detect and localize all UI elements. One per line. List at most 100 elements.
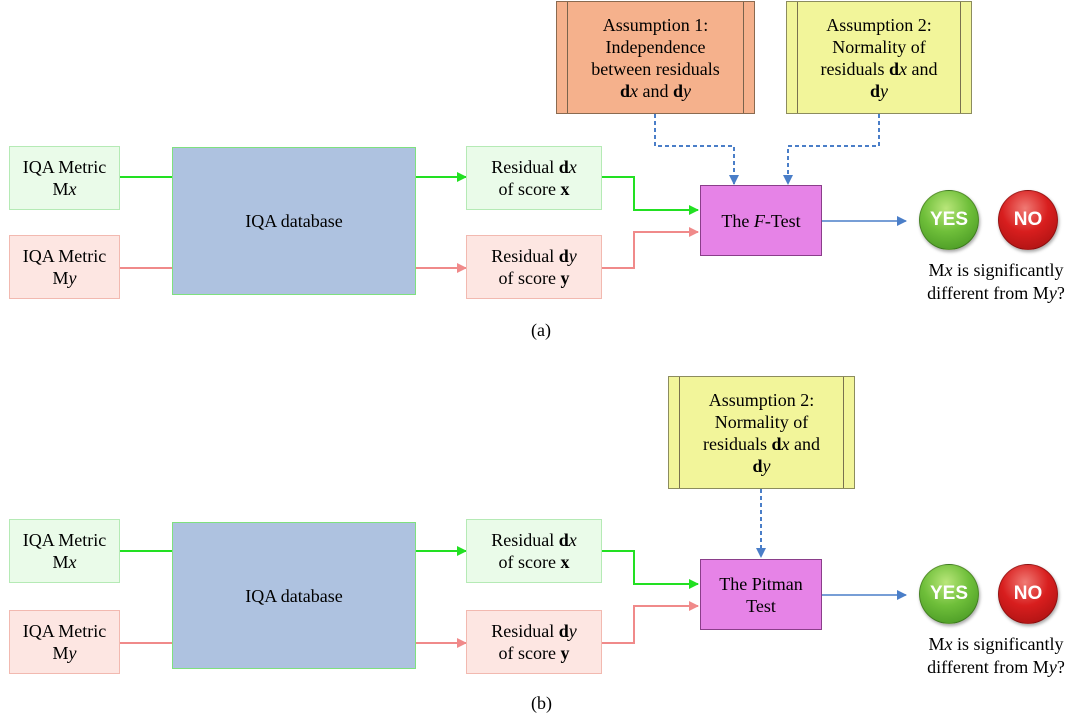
question-end: ?	[1056, 283, 1065, 303]
residual-x-score-b: x	[560, 552, 570, 572]
residual-y-bold-b: d	[558, 621, 569, 641]
no-icon-b: NO	[998, 564, 1058, 624]
assumption1-b2: d	[672, 80, 683, 101]
residual-y-score-b: y	[560, 643, 570, 663]
metric-x-line1-b: IQA Metric	[22, 530, 107, 550]
residual-y-box-b: Residual dy of score y	[466, 610, 602, 674]
question-v1-b: x	[944, 634, 953, 654]
assumption2-b1-b: d	[771, 433, 782, 454]
question-v2-b: y	[1048, 657, 1057, 677]
residual-x-score: x	[560, 179, 570, 199]
residual-x-bold-b: d	[558, 530, 569, 550]
assumption2-line2: Normality of	[832, 36, 926, 57]
metric-y-box: IQA Metric My	[9, 235, 120, 299]
question-line2-b: different from M	[927, 657, 1049, 677]
pitman-test-line2: Test	[746, 595, 776, 616]
residual-y-bold: d	[558, 246, 569, 266]
assumption1-v2: y	[683, 80, 691, 101]
assumption2-line1-b: Assumption 2:	[708, 389, 815, 410]
no-label-b: NO	[1013, 583, 1043, 604]
assumption2-box: Assumption 2: Normality of residuals dx …	[786, 1, 972, 114]
residual-x-pre: Residual	[491, 157, 559, 177]
assumption1-v1: x	[629, 80, 638, 101]
question-v2: y	[1048, 283, 1057, 303]
f-test-pre: The	[721, 210, 754, 231]
panel-a-label: (a)	[531, 320, 551, 340]
no-icon: NO	[998, 190, 1058, 250]
iqa-database-label: IQA database	[245, 211, 343, 231]
yes-label-b: YES	[929, 583, 969, 604]
f-test-box: The F-Test	[700, 185, 822, 256]
f-test-italic: F	[753, 210, 765, 231]
pitman-test-box: The Pitman Test	[700, 559, 822, 630]
residual-y-line2: of score	[498, 268, 561, 288]
metric-y-line1: IQA Metric	[22, 246, 107, 266]
significance-question: Mx is significantly different from My?	[910, 259, 1082, 305]
assumption2-v2-b: y	[762, 455, 771, 476]
assumption2-line1: Assumption 2:	[826, 14, 932, 35]
assumption1-and: and	[637, 80, 673, 101]
arrow-resid-x-to-test	[602, 176, 699, 215]
question-m1: M	[928, 260, 945, 280]
residual-x-line2: of score	[498, 179, 561, 199]
residual-y-box: Residual dy of score y	[466, 235, 602, 299]
assumption2-and-b: and	[789, 433, 820, 454]
metric-y-line1-b: IQA Metric	[22, 621, 107, 641]
assumption2-line3: residuals	[820, 58, 889, 79]
metric-y-prefix-b: M	[52, 643, 69, 663]
metric-x-var: x	[68, 179, 77, 199]
assumption2-line3-b: residuals	[703, 433, 772, 454]
residual-x-pre-b: Residual	[491, 530, 559, 550]
question-m1-b: M	[928, 634, 945, 654]
metric-x-box: IQA Metric Mx	[9, 146, 120, 210]
arrow-resid-x-to-test-b	[602, 550, 699, 589]
assumption2-and: and	[907, 58, 938, 79]
assumption2-b1: d	[888, 58, 899, 79]
question-mid-b: is significantly	[952, 634, 1064, 654]
residual-y-line2-b: of score	[498, 643, 561, 663]
question-mid: is significantly	[952, 260, 1064, 280]
metric-y-prefix: M	[52, 268, 69, 288]
assumption1-line3: between residuals	[591, 58, 720, 79]
dashed-arrow-assumption2-to-test	[783, 114, 880, 185]
yes-label: YES	[929, 209, 969, 230]
metric-x-prefix: M	[52, 179, 69, 199]
assumption1-line2: Independence	[605, 36, 706, 57]
residual-y-var-b: y	[568, 621, 577, 641]
residual-x-bold: d	[558, 157, 569, 177]
question-end-b: ?	[1056, 657, 1065, 677]
metric-y-var: y	[68, 268, 77, 288]
assumption2-line2-b: Normality of	[714, 411, 809, 432]
question-v1: x	[944, 260, 953, 280]
arrow-resid-y-to-test-b	[602, 601, 699, 644]
residual-x-box: Residual dx of score x	[466, 146, 602, 210]
residual-y-var: y	[568, 246, 577, 266]
yes-icon: YES	[919, 190, 979, 250]
assumption1-line1: Assumption 1:	[602, 14, 709, 35]
f-test-post: -Test	[764, 210, 801, 231]
iqa-database-label-b: IQA database	[245, 585, 343, 606]
metric-y-var-b: y	[68, 643, 77, 663]
panel-b-label: (b)	[531, 693, 552, 713]
assumption2-v2: y	[880, 80, 888, 101]
assumption2-b2: d	[869, 80, 880, 101]
assumption1-b1: d	[619, 80, 630, 101]
metric-x-var-b: x	[68, 552, 77, 572]
residual-x-var-b: x	[568, 530, 577, 550]
iqa-database-box: IQA database	[172, 147, 416, 295]
no-label: NO	[1013, 209, 1043, 230]
residual-y-score: y	[560, 268, 570, 288]
dashed-arrow-assumption1-to-test	[654, 114, 739, 185]
assumption2-v1-b: x	[781, 433, 790, 454]
assumption2-box-b: Assumption 2: Normality of residuals dx …	[668, 376, 855, 489]
residual-x-line2-b: of score	[498, 552, 561, 572]
significance-question-b: Mx is significantly different from My?	[910, 633, 1082, 679]
assumption1-box: Assumption 1: Independence between resid…	[556, 1, 755, 114]
metric-x-prefix-b: M	[52, 552, 69, 572]
metric-x-line1: IQA Metric	[22, 157, 107, 177]
assumption2-b2-b: d	[752, 455, 763, 476]
arrow-resid-y-to-test	[602, 227, 699, 269]
residual-x-var: x	[568, 157, 577, 177]
metric-y-box-b: IQA Metric My	[9, 610, 120, 674]
